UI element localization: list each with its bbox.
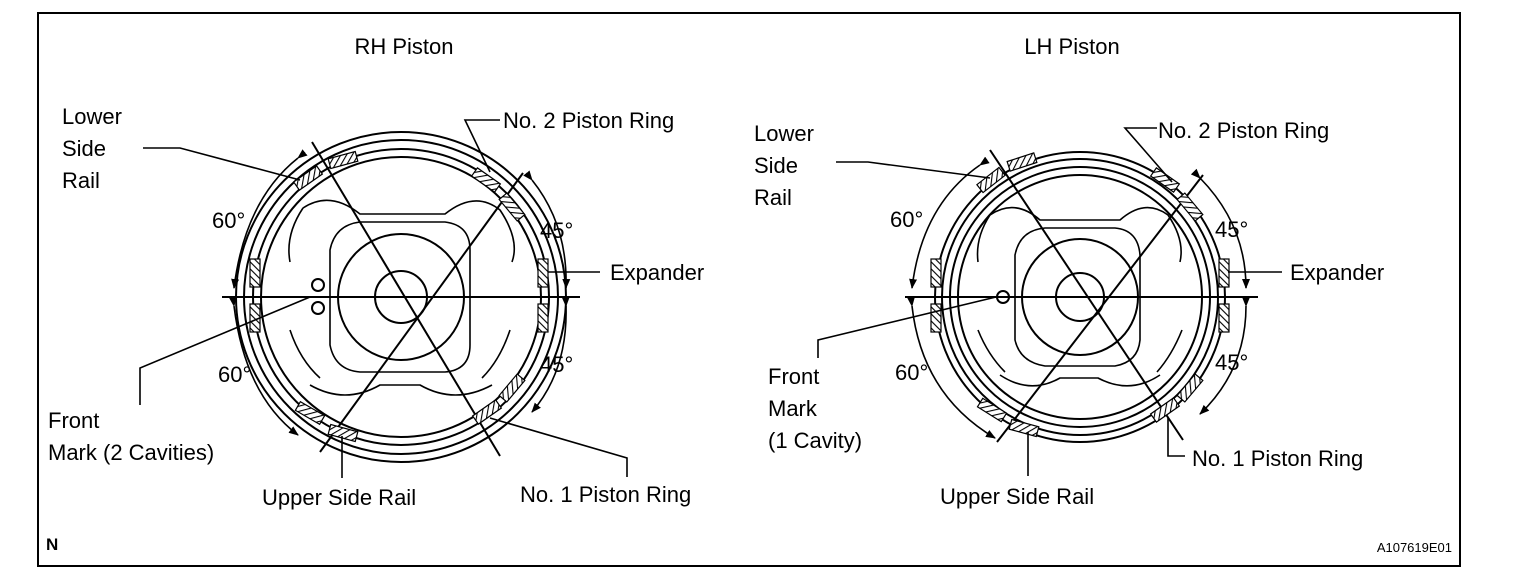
lh-upper-side-rail-label: Upper Side Rail [940,484,1094,509]
lh-angle-bottom-right: 45° [1215,350,1248,375]
rh-front-mark-cavity [311,301,325,315]
corner-letter: N [46,535,58,554]
rh-angle-top-right: 45° [540,218,573,243]
lh-title: LH Piston [1024,34,1119,59]
rh-upper-side-rail-label: Upper Side Rail [262,485,416,510]
lh-angle-top-right: 45° [1215,217,1248,242]
lh-no1-ring-label: No. 1 Piston Ring [1192,446,1363,471]
rh-expander-label: Expander [610,260,704,285]
lh-angle-top-left: 60° [890,207,923,232]
rh-no1-ring-label: No. 1 Piston Ring [520,482,691,507]
rh-angle-top-left: 60° [212,208,245,233]
rh-piston: RH Piston [48,34,704,510]
rh-title: RH Piston [354,34,453,59]
lh-piston: LH Piston [754,34,1384,509]
lh-angle-bottom-left: 60° [895,360,928,385]
rh-front-mark-cavity [311,278,325,292]
rh-angle-bottom-left: 60° [218,362,251,387]
lh-expander-label: Expander [1290,260,1384,285]
lh-no2-ring-label: No. 2 Piston Ring [1158,118,1329,143]
figure-frame [37,12,1461,567]
rh-angle-bottom-right: 45° [540,352,573,377]
figure-id: A107619E01 [1377,540,1452,555]
rh-no2-ring-label: No. 2 Piston Ring [503,108,674,133]
